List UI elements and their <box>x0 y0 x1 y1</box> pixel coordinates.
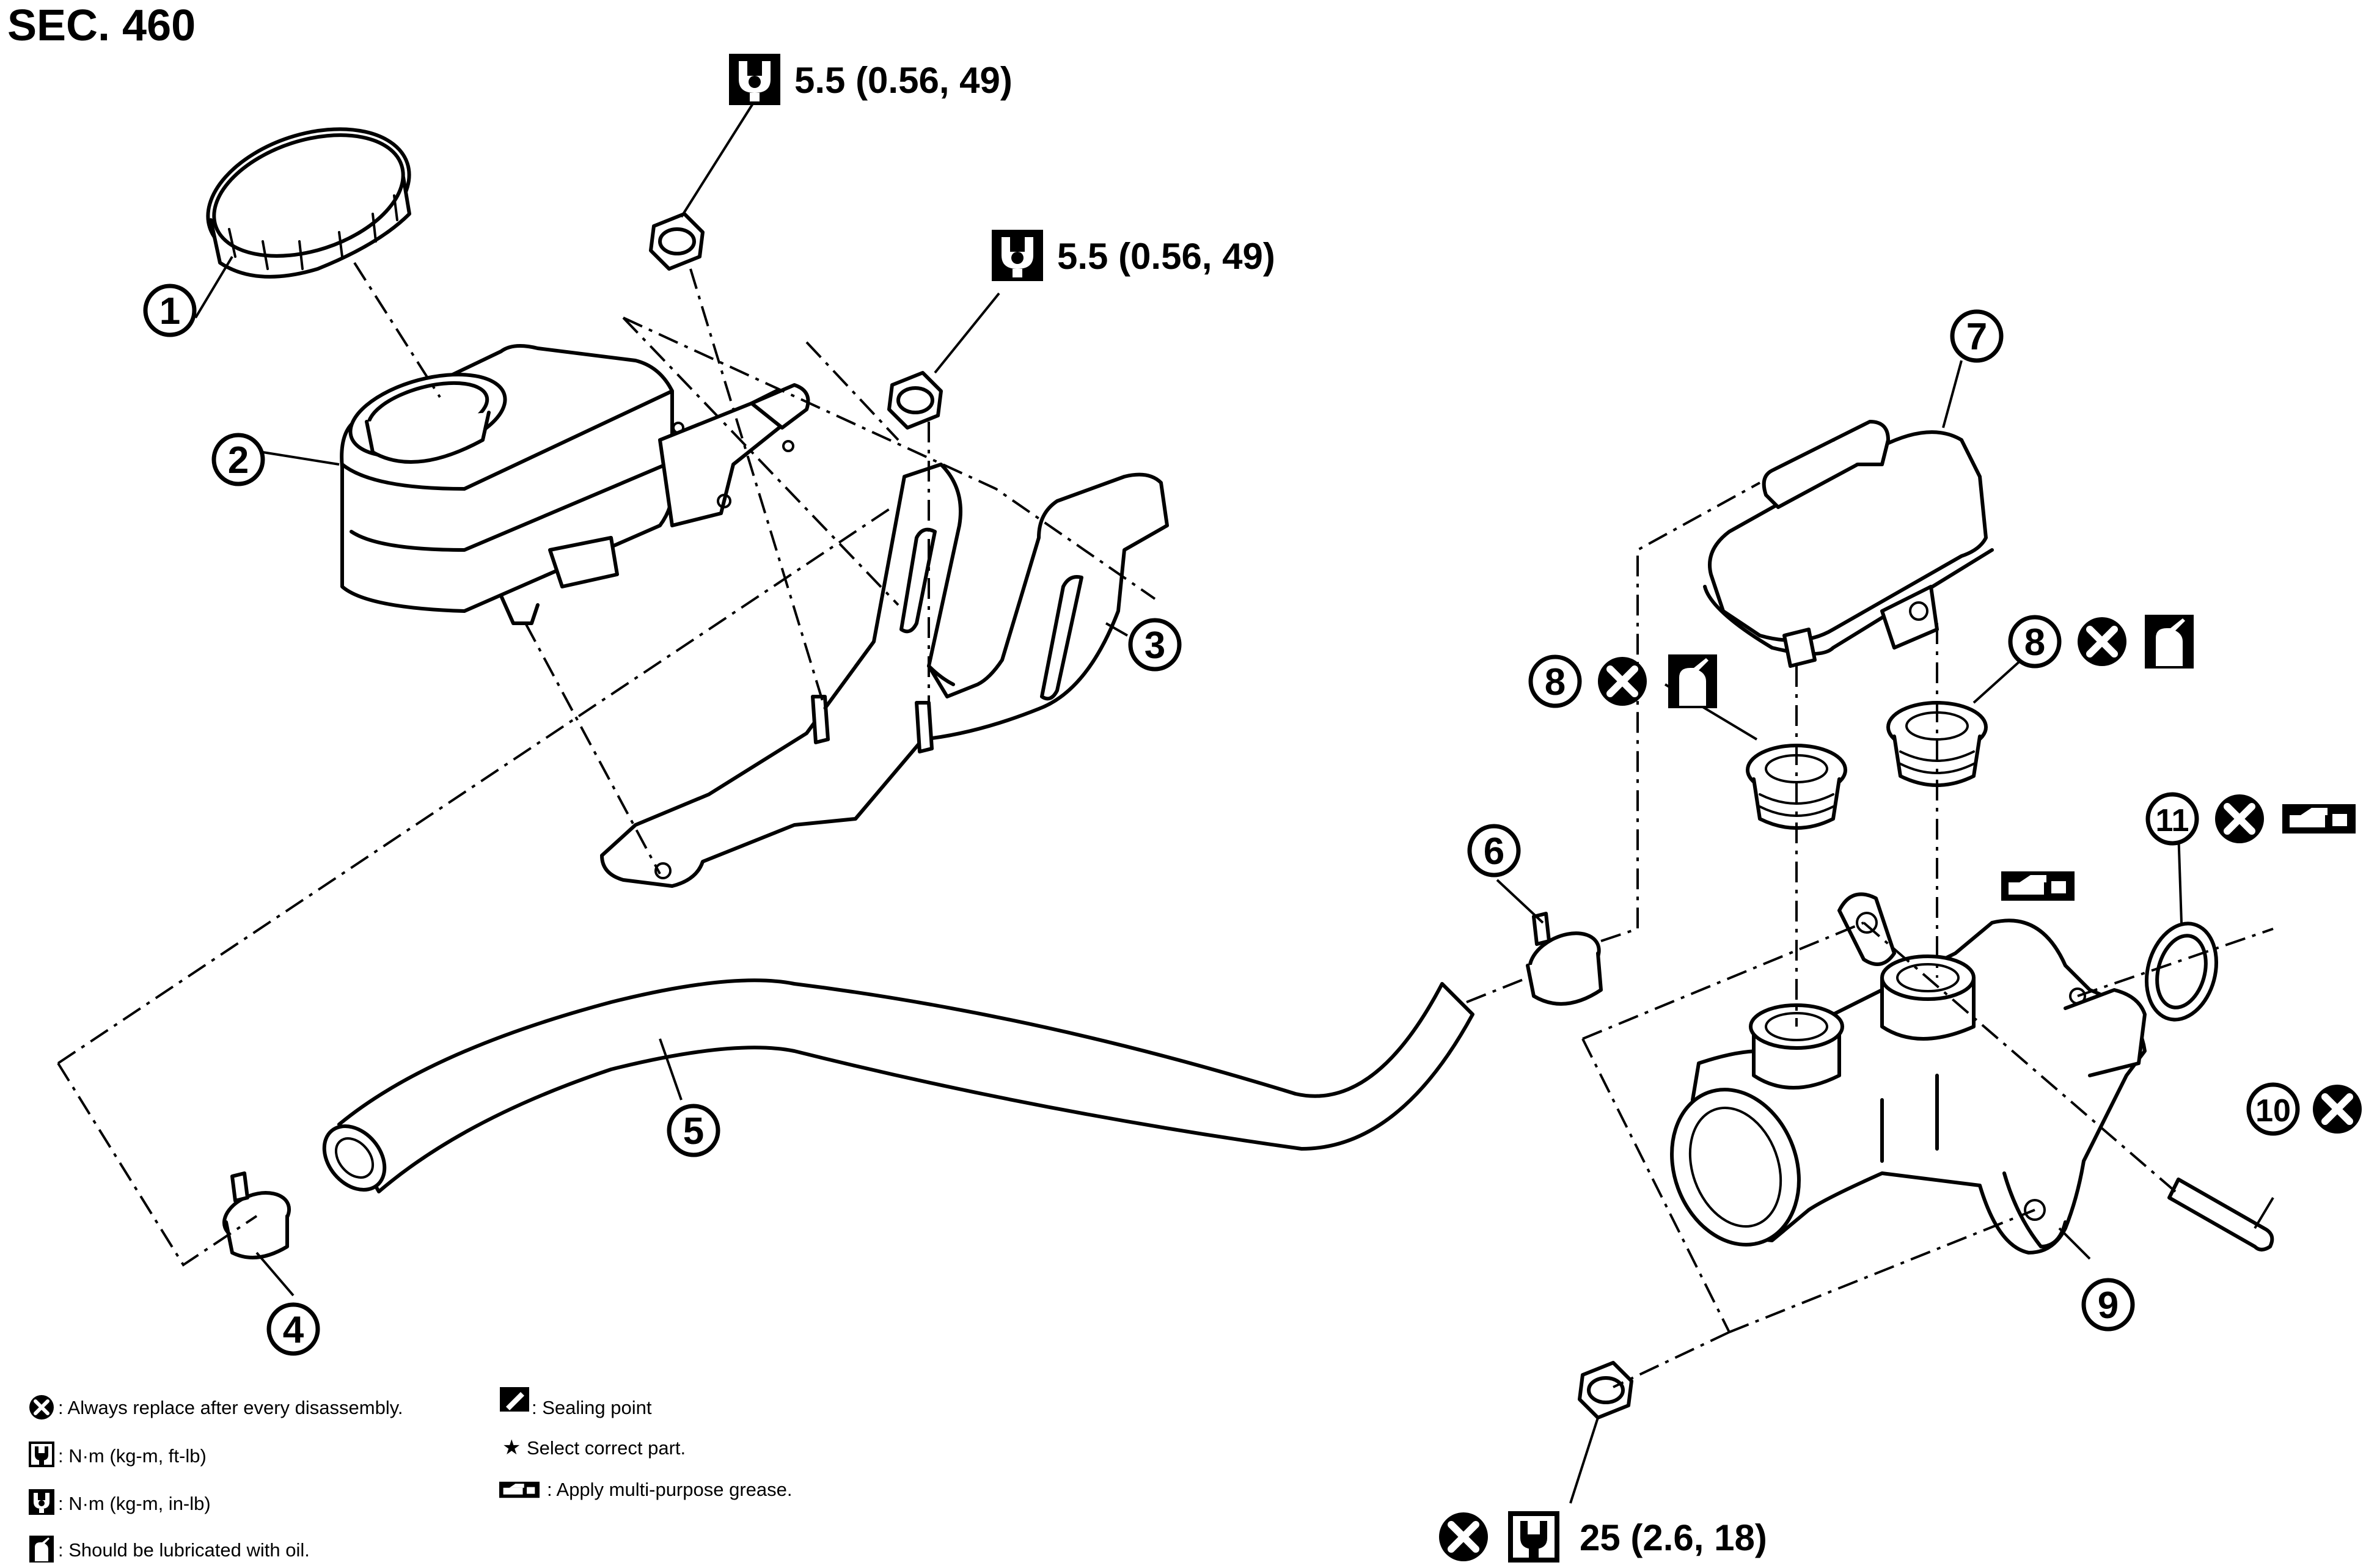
svg-text:: Sealing point: : Sealing point <box>532 1397 652 1418</box>
callout-6: 6 <box>1467 824 1521 877</box>
legend-sealing: : Sealing point <box>500 1387 652 1418</box>
oil-can-icon <box>2145 615 2194 669</box>
hose-clamp-upper <box>1526 912 1603 1006</box>
reservoir-cap <box>206 127 411 279</box>
legend-select: ★ Select correct part. <box>502 1436 686 1459</box>
wrench-torque-icon <box>1508 1511 1559 1563</box>
grease-gun-icon <box>2282 804 2356 833</box>
callout-11: 11 <box>2145 794 2356 843</box>
callout-9: 9 <box>2081 1278 2135 1332</box>
svg-text:5.5 (0.56, 49): 5.5 (0.56, 49) <box>1057 236 1275 277</box>
hose-clamp-lower <box>222 1171 291 1259</box>
svg-text:: Apply multi-purpose grease.: : Apply multi-purpose grease. <box>547 1479 793 1500</box>
master-cylinder-nut <box>1578 1361 1633 1420</box>
section-title: SEC. 460 <box>7 1 196 50</box>
torque-spec-bracket-nut: 5.5 (0.56, 49) <box>992 230 1275 281</box>
replace-icon <box>1439 1512 1488 1561</box>
callout-10: 10 <box>2246 1085 2362 1134</box>
o-ring <box>2144 921 2219 1022</box>
star-icon: ★ <box>502 1436 521 1459</box>
callout-5: 5 <box>667 1104 720 1157</box>
svg-text:25 (2.6, 18): 25 (2.6, 18) <box>1580 1517 1767 1558</box>
torque-spec-master-cylinder-nut: 25 (2.6, 18) <box>1439 1511 1767 1563</box>
svg-text:7: 7 <box>1966 316 1987 358</box>
replace-icon <box>1598 657 1647 706</box>
bracket-mount-nut <box>887 371 943 430</box>
svg-text:: Should be lubricated with oi: : Should be lubricated with oil. <box>58 1539 310 1561</box>
legend-grease: : Apply multi-purpose grease. <box>499 1479 793 1500</box>
callout-7: 7 <box>1950 309 2004 363</box>
svg-text:: N·m (kg-m, in-lb): : N·m (kg-m, in-lb) <box>58 1493 211 1514</box>
reservoir-bracket <box>600 463 1169 888</box>
svg-text:10: 10 <box>2255 1093 2291 1129</box>
callout-1: 1 <box>143 284 197 337</box>
master-cylinder-reservoir <box>1703 420 1994 668</box>
master-cylinder <box>1670 892 2147 1255</box>
svg-text:3: 3 <box>1145 625 1165 667</box>
callout-2: 2 <box>211 433 265 486</box>
wrench-torque-filled-icon <box>992 230 1043 281</box>
svg-text:8: 8 <box>1545 661 1566 703</box>
legend-torque-inlb: : N·m (kg-m, in-lb) <box>29 1489 211 1515</box>
svg-text:5.5 (0.56, 49): 5.5 (0.56, 49) <box>794 60 1013 101</box>
reservoir-tank <box>340 344 810 625</box>
svg-text:11: 11 <box>2156 803 2189 838</box>
wrench-torque-filled-icon <box>729 54 780 105</box>
svg-text:1: 1 <box>159 290 180 332</box>
legend-replace: : Always replace after every disassembly… <box>29 1395 403 1420</box>
svg-text:6: 6 <box>1484 830 1504 873</box>
reservoir-hose <box>322 978 1474 1193</box>
svg-text:: Always replace after every d: : Always replace after every disassembly… <box>58 1397 403 1418</box>
reservoir-grommet-right <box>1886 701 1988 787</box>
callout-4: 4 <box>266 1302 320 1356</box>
svg-text:8: 8 <box>2024 621 2045 664</box>
callout-3: 3 <box>1128 618 1182 672</box>
svg-text:9: 9 <box>2098 1284 2119 1327</box>
svg-text:Select correct part.: Select correct part. <box>527 1437 686 1459</box>
svg-text:: N·m (kg-m, ft-lb): : N·m (kg-m, ft-lb) <box>58 1445 207 1467</box>
replace-icon <box>2313 1085 2362 1134</box>
sealant-icon <box>500 1387 529 1412</box>
retaining-pin <box>2167 1178 2274 1251</box>
svg-text:5: 5 <box>683 1110 704 1152</box>
oil-can-icon <box>1668 654 1717 708</box>
callout-8-left: 8 <box>1528 654 1717 708</box>
torque-spec-reservoir-nut: 5.5 (0.56, 49) <box>729 54 1013 105</box>
legend: : Always replace after every disassembly… <box>29 1387 793 1563</box>
legend-oil: : Should be lubricated with oil. <box>29 1536 310 1563</box>
callout-8-right: 8 <box>2008 615 2194 669</box>
grease-gun-icon <box>2001 871 2075 901</box>
replace-icon <box>2078 617 2126 666</box>
assembly-center-lines <box>57 262 2274 1388</box>
svg-text:2: 2 <box>228 439 249 482</box>
svg-text:4: 4 <box>283 1309 304 1351</box>
leader-lines <box>194 100 2274 1504</box>
legend-torque-ftlb: : N·m (kg-m, ft-lb) <box>29 1442 207 1467</box>
replace-icon <box>2215 794 2264 843</box>
reservoir-mount-nut <box>649 212 705 271</box>
